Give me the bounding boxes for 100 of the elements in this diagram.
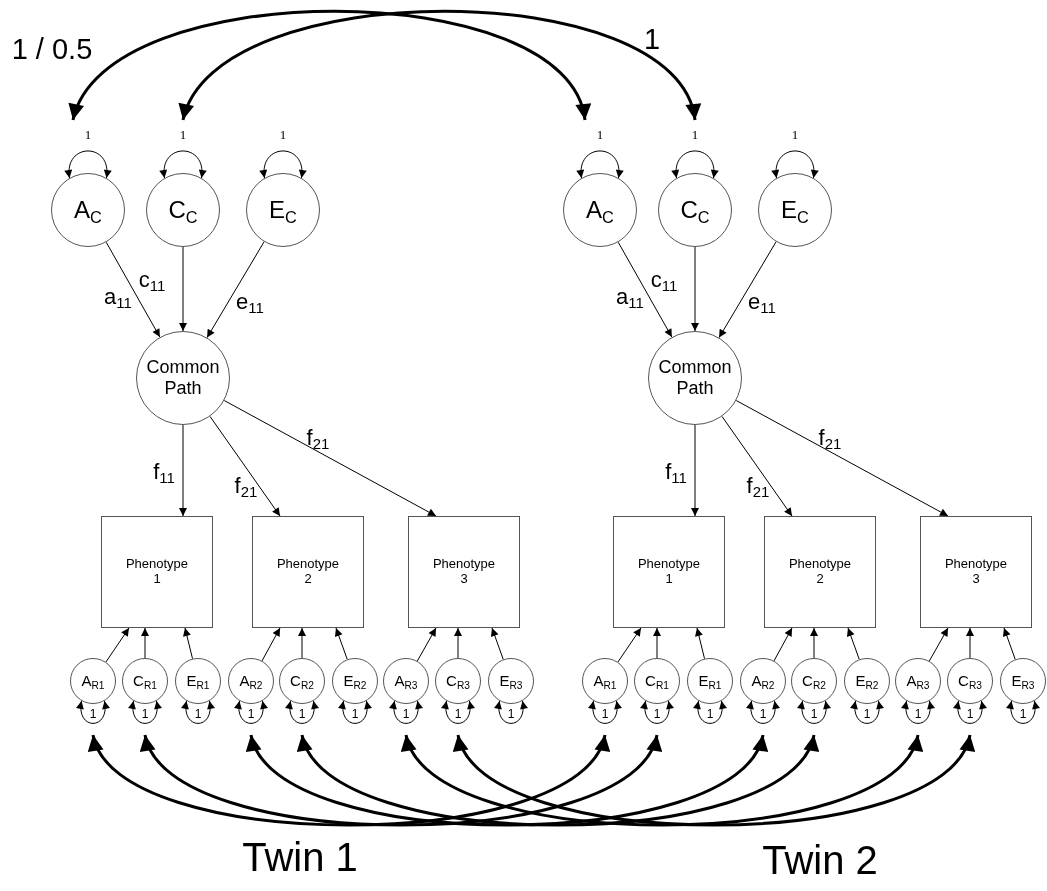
path-coefficient-label: e$_{11}$ <box>748 289 776 315</box>
covariance-arrow <box>143 734 659 827</box>
path-arrow <box>617 241 673 338</box>
residual-factor-circle <box>435 658 481 704</box>
variable-label: Phenotype 3 <box>431 557 497 587</box>
path-coefficient-label: e$_{11}$ <box>236 289 264 315</box>
variable-label: E$_{C}$ <box>269 196 297 224</box>
path-arrow <box>209 415 281 517</box>
path-arrow <box>179 424 187 517</box>
path-arrow <box>695 627 705 660</box>
variable-label: Phenotype 2 <box>787 557 853 587</box>
path-arrow <box>691 246 699 332</box>
path-coefficient-label: c$_{11}$ <box>138 267 166 293</box>
path-arrow <box>141 627 149 659</box>
variable-label: A$_{R1}$ <box>593 672 617 690</box>
variance-loop-arrow <box>285 700 319 724</box>
phenotype-box <box>920 516 1032 628</box>
loop-value-label: 1 <box>507 708 515 722</box>
variance-loop-arrow <box>1006 700 1040 724</box>
loop-value-label: 1 <box>966 708 974 722</box>
residual-factor-circle <box>279 658 325 704</box>
residual-factor-circle <box>947 658 993 704</box>
variance-loop-arrow <box>441 700 475 724</box>
variable-label: Phenotype 1 <box>124 557 190 587</box>
variable-label: A$_{C}$ <box>74 196 102 224</box>
variable-label: A$_{C}$ <box>586 196 614 224</box>
variance-loop-arrow <box>65 150 111 179</box>
path-coefficient-label: a$_{11}$ <box>616 284 644 310</box>
loop-value-label: 1 <box>84 127 92 143</box>
variance-loop-arrow <box>128 700 162 724</box>
path-arrow <box>105 627 130 663</box>
path-coefficient-label: f$_{11}$ <box>665 459 687 485</box>
path-arrow <box>966 627 974 659</box>
variable-label: E$_{R3}$ <box>499 672 523 690</box>
path-coefficient-label: c$_{11}$ <box>650 267 678 293</box>
variable-label: A$_{R1}$ <box>81 672 105 690</box>
loop-value-label: 1 <box>791 127 799 143</box>
phenotype-box <box>252 516 364 628</box>
variance-loop-arrow <box>672 150 718 179</box>
variance-loop-arrow <box>693 700 727 724</box>
variance-loop-arrow <box>494 700 528 724</box>
path-coefficient-label: f$_{21}$ <box>234 473 258 499</box>
residual-factor-circle <box>582 658 628 704</box>
group-label: Twin 2 <box>762 838 878 882</box>
loop-value-label: 1 <box>298 708 306 722</box>
path-arrow <box>928 627 949 662</box>
residual-factor-circle <box>740 658 786 704</box>
variable-label: A$_{R3}$ <box>394 672 418 690</box>
correlation-label: 1 / 0.5 <box>11 34 93 66</box>
covariance-arrow <box>91 734 607 827</box>
path-arrow <box>179 246 187 332</box>
loop-value-label: 1 <box>247 708 255 722</box>
loop-value-label: 1 <box>601 708 609 722</box>
residual-factor-circle <box>687 658 733 704</box>
loop-value-label: 1 <box>279 127 287 143</box>
variable-label: Phenotype 1 <box>636 557 702 587</box>
covariance-arrow <box>456 734 972 827</box>
path-coefficient-label: f$_{21}$ <box>746 473 770 499</box>
variance-loop-arrow <box>850 700 884 724</box>
variable-label: E$_{R1}$ <box>186 672 210 690</box>
loop-value-label: 1 <box>863 708 871 722</box>
loop-value-label: 1 <box>759 708 767 722</box>
path-arrow <box>653 627 661 659</box>
path-arrow <box>490 627 504 660</box>
variance-loop-arrow <box>901 700 935 724</box>
residual-factor-circle <box>228 658 274 704</box>
variable-label: Phenotype 3 <box>943 557 1009 587</box>
loop-value-label: 1 <box>402 708 410 722</box>
variable-label: Common Path <box>657 357 733 399</box>
residual-factor-circle <box>791 658 837 704</box>
path-arrow <box>810 627 818 659</box>
variable-label: C$_{R2}$ <box>802 672 826 690</box>
residual-factor-circle <box>844 658 890 704</box>
phenotype-box <box>101 516 213 628</box>
variable-label: C$_{C}$ <box>680 196 710 224</box>
loop-value-label: 1 <box>1019 708 1027 722</box>
path-arrow <box>454 627 462 659</box>
covariance-arrow <box>404 734 920 827</box>
residual-factor-circle <box>895 658 941 704</box>
variable-label: C$_{R2}$ <box>290 672 314 690</box>
phenotype-box <box>764 516 876 628</box>
variance-loop-arrow <box>234 700 268 724</box>
loop-value-label: 1 <box>351 708 359 722</box>
loop-value-label: 1 <box>914 708 922 722</box>
variance-loop-arrow <box>389 700 423 724</box>
variable-label: C$_{R3}$ <box>446 672 470 690</box>
variable-label: Common Path <box>145 357 221 399</box>
variance-loop-arrow <box>260 150 306 179</box>
phenotype-box <box>408 516 520 628</box>
residual-factor-circle <box>70 658 116 704</box>
path-arrow <box>1002 627 1016 660</box>
variable-label: C$_{R1}$ <box>133 672 157 690</box>
residual-factor-circle <box>383 658 429 704</box>
variable-label: Phenotype 2 <box>275 557 341 587</box>
covariance-arrow <box>300 734 816 827</box>
path-coefficient-label: f$_{21}$ <box>306 425 330 451</box>
path-arrow <box>298 627 306 659</box>
variable-label: C$_{C}$ <box>168 196 198 224</box>
path-coefficient-label: f$_{11}$ <box>153 459 175 485</box>
path-arrow <box>721 415 793 517</box>
